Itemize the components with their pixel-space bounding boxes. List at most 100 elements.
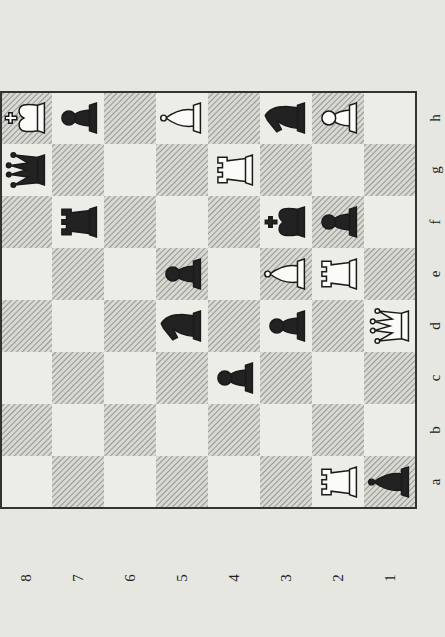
chess-piece — [322, 103, 357, 133]
piece-shape — [374, 467, 409, 497]
pieces — [5, 103, 408, 497]
board-square — [0, 92, 52, 144]
board-square — [0, 300, 52, 352]
board-square — [312, 144, 364, 196]
board-square — [208, 404, 260, 456]
board-square — [208, 144, 260, 196]
rank-label: 7 — [68, 568, 88, 588]
chess-piece — [161, 103, 201, 133]
board-square — [104, 196, 156, 248]
board-square — [260, 300, 312, 352]
piece-shape — [369, 479, 375, 485]
board-square — [364, 92, 416, 144]
board-square — [156, 248, 208, 300]
board-square — [0, 248, 52, 300]
piece-shape — [375, 339, 380, 344]
board-square — [156, 92, 208, 144]
piece-shape — [11, 153, 16, 158]
board-square — [104, 352, 156, 404]
board-square — [0, 144, 52, 196]
piece-shape — [270, 259, 305, 289]
board-square — [260, 404, 312, 456]
rank-label: 6 — [120, 568, 140, 588]
chess-piece — [62, 207, 97, 237]
piece-shape — [179, 259, 201, 289]
chess-piece — [218, 155, 253, 185]
piece-shape — [270, 319, 284, 333]
board-square — [52, 92, 104, 144]
board-square — [260, 456, 312, 508]
board-square — [156, 144, 208, 196]
piece-shape — [6, 163, 11, 168]
file-label: f — [425, 212, 445, 232]
piece-shape — [375, 309, 380, 314]
board-square — [312, 92, 364, 144]
board-square — [156, 352, 208, 404]
board-square — [364, 352, 416, 404]
piece-shape — [62, 111, 76, 125]
board-square — [104, 248, 156, 300]
chess-piece — [5, 103, 44, 133]
board-square — [52, 300, 104, 352]
chess-piece — [370, 309, 408, 344]
board-square — [312, 352, 364, 404]
chess-piece — [322, 467, 357, 497]
file-label: a — [425, 472, 445, 492]
board-square — [208, 196, 260, 248]
board-square — [156, 456, 208, 508]
piece-shape — [6, 172, 11, 177]
board-square — [364, 456, 416, 508]
board-square — [208, 248, 260, 300]
board-square — [208, 92, 260, 144]
file-label: g — [425, 160, 445, 180]
board-square — [312, 404, 364, 456]
piece-shape — [218, 371, 232, 385]
board-square — [104, 92, 156, 144]
piece-shape — [75, 103, 97, 133]
rank-label: 3 — [276, 568, 296, 588]
board-square — [208, 300, 260, 352]
board-square — [260, 92, 312, 144]
chess-piece — [270, 311, 305, 341]
board-square — [52, 456, 104, 508]
chess-piece — [265, 259, 305, 289]
board-square — [260, 352, 312, 404]
piece-shape — [11, 183, 16, 188]
board-square — [312, 196, 364, 248]
board-square — [156, 300, 208, 352]
rank-label: 5 — [172, 568, 192, 588]
rank-label: 2 — [328, 568, 348, 588]
board-square — [312, 248, 364, 300]
piece-shape — [322, 259, 357, 289]
piece-shape — [62, 207, 97, 237]
board-square — [364, 404, 416, 456]
file-label: d — [425, 316, 445, 336]
piece-shape — [5, 103, 44, 133]
piece-shape — [370, 319, 375, 324]
rank-label: 4 — [224, 568, 244, 588]
board-square — [0, 404, 52, 456]
board-square — [260, 144, 312, 196]
board-square — [52, 248, 104, 300]
board-square — [0, 196, 52, 248]
board-square — [208, 456, 260, 508]
piece-shape — [265, 271, 271, 277]
board-square — [52, 196, 104, 248]
chess-piece — [265, 207, 304, 237]
board-square — [104, 300, 156, 352]
board-square — [312, 456, 364, 508]
board-square — [156, 404, 208, 456]
piece-shape — [322, 467, 357, 497]
board-square — [0, 352, 52, 404]
board-square — [364, 144, 416, 196]
piece-shape — [166, 267, 180, 281]
chess-piece — [6, 153, 44, 188]
file-label: h — [425, 108, 445, 128]
file-label: c — [425, 368, 445, 388]
rank-label: 8 — [16, 568, 36, 588]
board-square — [156, 196, 208, 248]
chess-piece — [322, 259, 357, 289]
board-frame — [1, 92, 416, 508]
chess-piece — [62, 103, 97, 133]
